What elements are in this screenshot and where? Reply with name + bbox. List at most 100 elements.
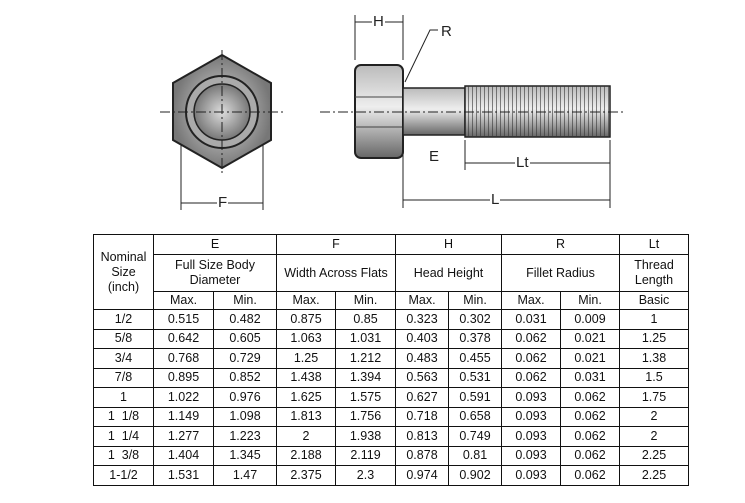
table-cell: 0.591	[448, 387, 502, 408]
table-cell: 2	[619, 426, 689, 447]
group-desc: Head Height	[395, 254, 502, 292]
table-cell: 0.729	[213, 348, 277, 369]
table-cell: 1 1/8	[93, 406, 154, 427]
table-cell: 1.063	[276, 328, 336, 349]
bolt-dimensions-table: Nominal Size (inch) E F H R Lt Full Size…	[93, 234, 689, 486]
subheader: Min.	[448, 291, 502, 310]
label-lt: Lt	[515, 154, 530, 171]
table-cell: 0.021	[560, 328, 620, 349]
table-cell: 1	[93, 387, 154, 408]
subheader: Min.	[213, 291, 277, 310]
table-cell: 0.031	[501, 309, 561, 330]
table-cell: 0.062	[560, 387, 620, 408]
group-letter: F	[276, 234, 396, 255]
subheader: Basic	[619, 291, 689, 310]
table-cell: 0.302	[448, 309, 502, 330]
table-cell: 1.531	[153, 465, 214, 486]
table-cell: 1.75	[619, 387, 689, 408]
table-cell: 0.062	[560, 465, 620, 486]
table-cell: 7/8	[93, 367, 154, 388]
table-cell: 3/4	[93, 348, 154, 369]
table-cell: 1.756	[335, 406, 396, 427]
bolt-drawing	[160, 15, 625, 210]
table-cell: 1 3/8	[93, 445, 154, 466]
table-cell: 0.483	[395, 348, 449, 369]
table-cell: 1.223	[213, 426, 277, 447]
group-desc: Width Across Flats	[276, 254, 396, 292]
table-cell: 1 1/4	[93, 426, 154, 447]
label-e: E	[428, 148, 441, 165]
label-r: R	[440, 23, 453, 40]
subheader: Max.	[276, 291, 336, 310]
group-letter: R	[501, 234, 620, 255]
table-cell: 0.768	[153, 348, 214, 369]
table-cell: 0.403	[395, 328, 449, 349]
label-h: H	[372, 13, 385, 30]
table-cell: 0.749	[448, 426, 502, 447]
table-cell: 0.093	[501, 445, 561, 466]
table-cell: 2	[619, 406, 689, 427]
table-cell: 1-1/2	[93, 465, 154, 486]
table-cell: 1.625	[276, 387, 336, 408]
table-cell: 2.25	[619, 465, 689, 486]
table-cell: 0.021	[560, 348, 620, 369]
table-cell: 0.85	[335, 309, 396, 330]
table-cell: 0.642	[153, 328, 214, 349]
table-cell: 0.895	[153, 367, 214, 388]
group-letter: Lt	[619, 234, 689, 255]
table-cell: 0.062	[560, 426, 620, 447]
table-cell: 0.455	[448, 348, 502, 369]
table-cell: 1.345	[213, 445, 277, 466]
table-cell: 2.188	[276, 445, 336, 466]
table-cell: 0.093	[501, 406, 561, 427]
table-cell: 1/2	[93, 309, 154, 330]
table-cell: 0.852	[213, 367, 277, 388]
table-cell: 1.404	[153, 445, 214, 466]
table-cell: 1.031	[335, 328, 396, 349]
table-cell: 1.38	[619, 348, 689, 369]
subheader: Max.	[153, 291, 214, 310]
table-cell: 1.277	[153, 426, 214, 447]
table-cell: 2.119	[335, 445, 396, 466]
table-cell: 0.563	[395, 367, 449, 388]
table-cell: 1.813	[276, 406, 336, 427]
subheader: Max.	[395, 291, 449, 310]
table-cell: 1.098	[213, 406, 277, 427]
hex-end-view	[160, 50, 285, 210]
group-letter: H	[395, 234, 502, 255]
table-cell: 1.149	[153, 406, 214, 427]
table-cell: 1.394	[335, 367, 396, 388]
table-cell: 2	[276, 426, 336, 447]
group-desc: Full Size Body Diameter	[153, 254, 277, 292]
table-cell: 1.938	[335, 426, 396, 447]
table-cell: 0.976	[213, 387, 277, 408]
table-cell: 1.575	[335, 387, 396, 408]
table-cell: 0.974	[395, 465, 449, 486]
table-cell: 0.627	[395, 387, 449, 408]
table-cell: 1.25	[276, 348, 336, 369]
table-cell: 0.902	[448, 465, 502, 486]
label-l: L	[490, 191, 501, 208]
table-cell: 0.378	[448, 328, 502, 349]
table-cell: 0.009	[560, 309, 620, 330]
table-cell: 0.093	[501, 387, 561, 408]
label-f: F	[217, 194, 229, 211]
table-cell: 0.718	[395, 406, 449, 427]
table-cell: 0.093	[501, 465, 561, 486]
table-cell: 2.3	[335, 465, 396, 486]
table-cell: 0.875	[276, 309, 336, 330]
subheader: Max.	[501, 291, 561, 310]
table-cell: 1.438	[276, 367, 336, 388]
table-cell: 0.062	[560, 445, 620, 466]
bolt-side-view	[320, 15, 625, 208]
table-cell: 0.323	[395, 309, 449, 330]
table-cell: 0.515	[153, 309, 214, 330]
table-cell: 2.375	[276, 465, 336, 486]
